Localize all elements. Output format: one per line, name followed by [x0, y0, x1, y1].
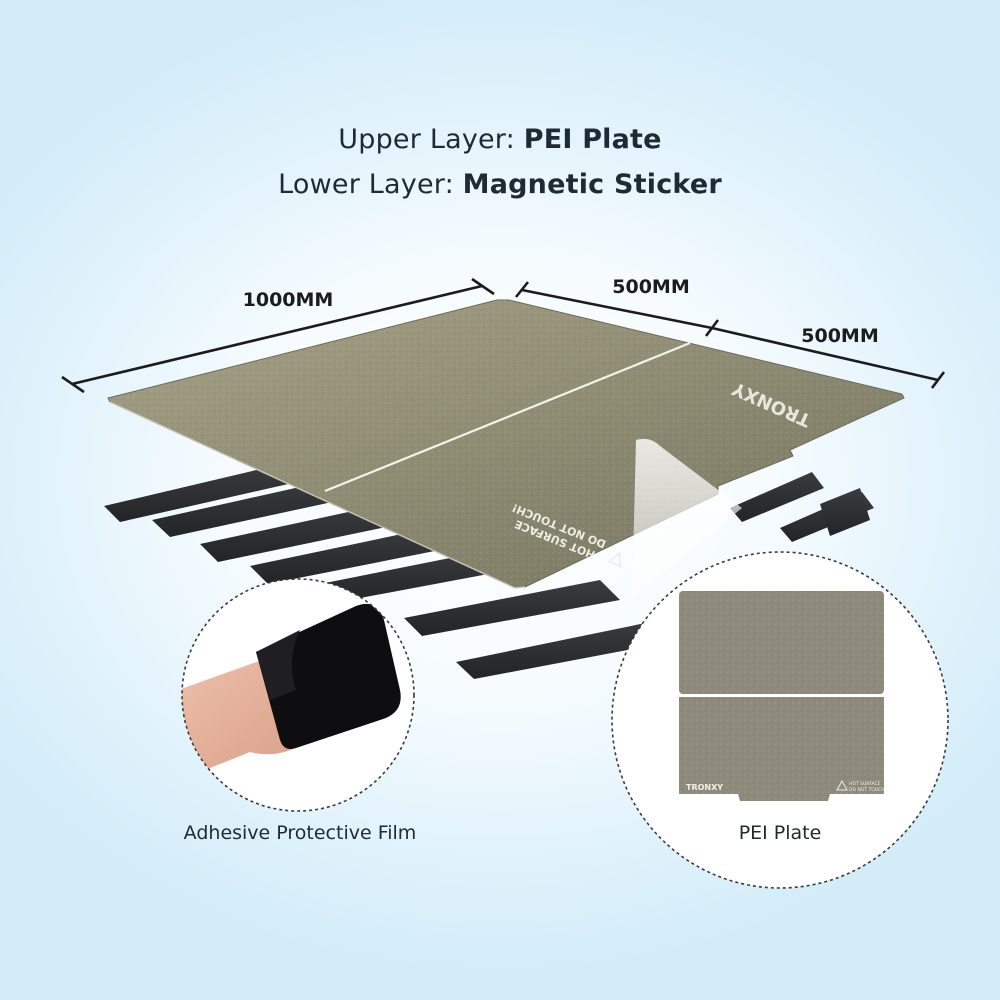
adhesive-film-caption: Adhesive Protective Film — [183, 822, 417, 844]
depth-dimension-label-a: 500MM — [612, 276, 689, 298]
pei-plate-callout: TRONXY HOT SURFACE DO NOT TOUCH! — [611, 551, 949, 889]
magnetic-strip — [730, 472, 824, 522]
magnetic-strip — [200, 503, 410, 562]
magnetic-strip — [104, 463, 306, 522]
pei-plate-caption: PEI Plate — [738, 822, 822, 844]
callout-plate-brand: TRONXY — [686, 783, 723, 792]
magnetic-strip — [456, 620, 680, 679]
magnetic-strip — [250, 526, 460, 584]
magnetic-strip — [820, 488, 870, 536]
callout-warning-line2: DO NOT TOUCH! — [849, 787, 887, 793]
warning-triangle-icon — [607, 551, 622, 568]
dimension-lines — [61, 277, 946, 394]
depth-dimension-line-a — [521, 288, 713, 330]
width-dimension-label: 1000MM — [243, 289, 334, 311]
depth-dimension-label-b: 500MM — [801, 325, 878, 347]
callout-warning-line1: HOT SURFACE — [849, 781, 881, 787]
depth-dimension-line-b — [711, 326, 939, 382]
adhesive-film-callout — [181, 578, 415, 812]
plate-split-line — [324, 341, 691, 493]
magnifier-beam — [632, 438, 742, 598]
width-dimension-line — [71, 284, 483, 386]
title-upper-layer: Upper Layer: PEI Plate — [338, 124, 662, 155]
callout-warning-triangle-icon — [836, 779, 848, 791]
title-lower-layer: Lower Layer: Magnetic Sticker — [278, 169, 722, 200]
magnetic-strip — [404, 580, 620, 636]
pei-plate: TRONXY HOT SURFACE DO NOT TOUCH! — [107, 299, 905, 589]
